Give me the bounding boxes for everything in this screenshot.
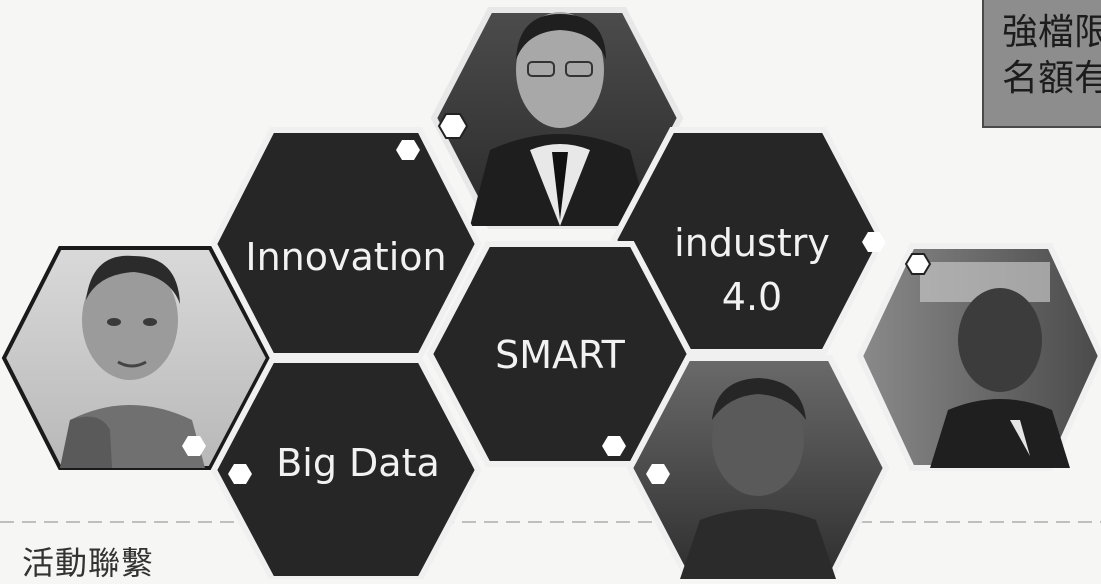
big-data-label: Big Data — [276, 441, 440, 485]
scan-divider-line — [0, 521, 1101, 523]
hex-big-data: Big Data — [210, 357, 482, 579]
hex-marker-icon — [182, 436, 206, 456]
hex-marker-icon — [228, 464, 252, 484]
hex-photo-top — [430, 7, 684, 229]
hex-innovation: Innovation — [210, 127, 482, 359]
hex-marker-icon — [396, 140, 420, 160]
marker-hex-icons — [182, 113, 932, 484]
hex-photo-bottom — [626, 355, 890, 579]
contact-heading: 活動聯繫 — [22, 544, 155, 582]
hex-marker-icon — [602, 436, 626, 456]
industry-label: industry — [674, 221, 830, 265]
hex-photo-left — [1, 246, 271, 470]
hex-marker-icon — [437, 113, 469, 139]
promo-line-2: 名額有 — [1002, 58, 1101, 99]
hex-smart: SMART — [426, 241, 694, 467]
hex-marker-icon — [904, 253, 932, 275]
hex-marker-icon — [646, 464, 670, 484]
promo-line-1: 強檔限 — [1002, 12, 1101, 53]
smart-label: SMART — [495, 333, 626, 377]
hex-marker-icon — [862, 232, 886, 252]
hex-photo-right — [856, 243, 1101, 471]
industry-version-label: 4.0 — [722, 275, 782, 319]
promo-corner-box: 強檔限 名額有 — [982, 0, 1101, 128]
hex-industry-4-0: industry 4.0 — [610, 127, 886, 355]
innovation-label: Innovation — [245, 235, 446, 279]
